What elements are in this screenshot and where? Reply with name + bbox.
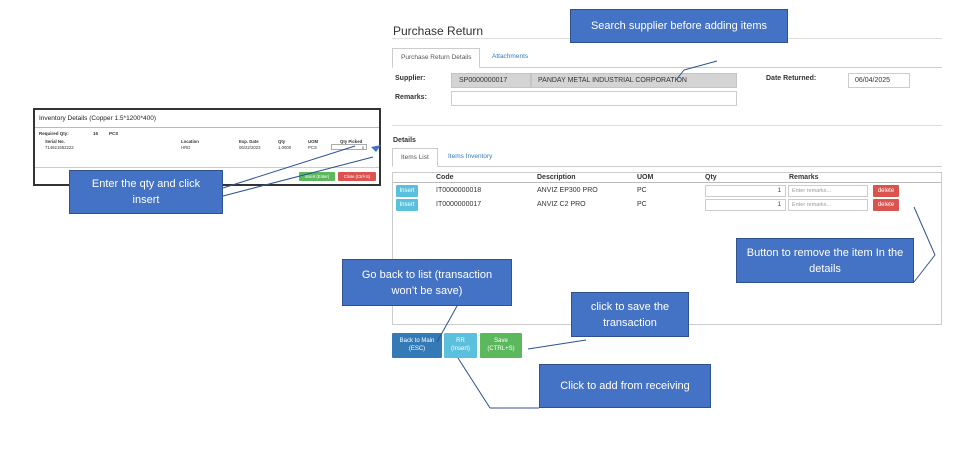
- connector-enter-qty-2: [222, 156, 374, 197]
- supplier-name-field[interactable]: PANDAY METAL INDUSTRIAL CORPORATION: [531, 73, 737, 88]
- remarks-input[interactable]: Enter remarks...: [788, 199, 868, 211]
- connector-remove: [913, 206, 936, 256]
- connector-save: [527, 339, 587, 350]
- callout-save: click to save the transaction: [571, 292, 689, 337]
- top-tabs: Purchase Return Details Attachments: [392, 48, 942, 68]
- popup-title: Inventory Details (Copper 1.5*1200*400): [35, 110, 379, 128]
- col-exp-date: Exp. Date: [239, 139, 259, 144]
- close-button[interactable]: Close (Ctrl+S): [338, 172, 376, 181]
- tab-items-list[interactable]: Items List: [392, 148, 438, 167]
- rr-button[interactable]: RR (Insert): [444, 333, 477, 358]
- description-cell: ANVIZ C2 PRO: [537, 201, 586, 208]
- back-label: Back to Main: [399, 338, 435, 344]
- remarks-field[interactable]: [451, 91, 737, 106]
- table-row: 714921552222 HRD 06/22/2023 1.0000 PCS 0: [35, 144, 379, 152]
- inventory-table-header: Serial No. Location Exp. Date Qty UOM Qt…: [35, 139, 379, 145]
- col-code: Code: [436, 174, 454, 181]
- row-insert-button[interactable]: Insert: [396, 185, 418, 197]
- callout-receiving: Click to add from receiving: [539, 364, 711, 408]
- row-insert-button[interactable]: Insert: [396, 199, 418, 211]
- section-divider: [392, 125, 942, 126]
- col-description: Description: [537, 174, 576, 181]
- connector-search-supplier-tip: [675, 69, 685, 81]
- page-title: Purchase Return: [393, 24, 484, 38]
- callout-remove: Button to remove the item In the details: [736, 238, 914, 283]
- delete-button[interactable]: delete: [873, 185, 899, 197]
- remarks-input[interactable]: Enter remarks...: [788, 185, 868, 197]
- code-cell: IT0000000017: [436, 201, 482, 208]
- insert-enter-button[interactable]: Insert (Enter): [299, 172, 335, 181]
- connector-remove-2: [913, 254, 936, 283]
- qty-input[interactable]: 1: [705, 185, 786, 197]
- details-label: Details: [393, 137, 416, 144]
- save-shortcut: (CTRL+S): [487, 346, 515, 352]
- col-remarks: Remarks: [789, 174, 819, 181]
- details-tabs: Items List Items Inventory: [392, 148, 942, 167]
- date-returned-field[interactable]: 06/04/2025: [848, 73, 910, 88]
- uom-cell: PCS: [308, 145, 317, 150]
- required-qty-unit: PCS: [109, 131, 119, 136]
- col-qty-picked: Qty Picked: [340, 139, 363, 144]
- code-cell: IT0000000018: [436, 187, 482, 194]
- connector-receiving-2: [457, 357, 491, 409]
- col-location: Location: [181, 139, 199, 144]
- required-qty-label: Required Qty:: [39, 131, 69, 136]
- callout-go-back: Go back to list (transaction won’t be sa…: [342, 259, 512, 306]
- callout-search-supplier: Search supplier before adding items: [570, 9, 788, 43]
- callout-enter-qty: Enter the qty and click insert: [69, 170, 223, 214]
- date-returned-label: Date Returned:: [766, 75, 817, 82]
- arrow-head: [371, 145, 381, 152]
- qty-input[interactable]: 1: [705, 199, 786, 211]
- connector-go-back: [436, 305, 458, 343]
- table-row: Insert IT0000000018 ANVIZ EP300 PRO PC 1…: [393, 185, 941, 198]
- tab-items-inventory[interactable]: Items Inventory: [448, 153, 493, 160]
- col-qty: Qty: [705, 174, 717, 181]
- col-uom: UOM: [308, 139, 319, 144]
- rr-label: RR: [456, 338, 465, 344]
- required-qty-value: 15: [93, 131, 99, 136]
- uom-cell: PC: [637, 187, 647, 194]
- save-button[interactable]: Save (CTRL+S): [480, 333, 522, 358]
- location-cell: HRD: [181, 145, 191, 150]
- back-to-main-button[interactable]: Back to Main (ESC): [392, 333, 442, 358]
- save-label: Save: [494, 338, 508, 344]
- table-row: Insert IT0000000017 ANVIZ C2 PRO PC 1 En…: [393, 199, 941, 212]
- connector-search-supplier: [683, 60, 718, 71]
- exp-date-cell: 06/22/2023: [239, 145, 261, 150]
- tab-purchase-return-details[interactable]: Purchase Return Details: [392, 48, 481, 68]
- popup-footer-divider: [35, 167, 379, 168]
- col-qty: Qty: [278, 139, 286, 144]
- connector-enter-qty: [222, 145, 356, 189]
- qty-cell: 1.0000: [278, 145, 292, 150]
- supplier-code-field[interactable]: SP0000000017: [451, 73, 531, 88]
- supplier-label: Supplier:: [395, 75, 426, 82]
- items-grid-header: Code Description UOM Qty Remarks: [393, 173, 941, 183]
- uom-cell: PC: [637, 201, 647, 208]
- remarks-label: Remarks:: [395, 94, 427, 101]
- col-serial: Serial No.: [45, 139, 65, 144]
- qty-picked-input[interactable]: 0: [331, 144, 367, 150]
- rr-shortcut: (Insert): [450, 346, 470, 352]
- tab-attachments[interactable]: Attachments: [492, 53, 529, 60]
- back-shortcut: (ESC): [408, 346, 426, 352]
- col-uom: UOM: [637, 174, 654, 181]
- serial-cell: 714921552222: [45, 145, 74, 150]
- delete-button[interactable]: delete: [873, 199, 899, 211]
- description-cell: ANVIZ EP300 PRO: [537, 187, 598, 194]
